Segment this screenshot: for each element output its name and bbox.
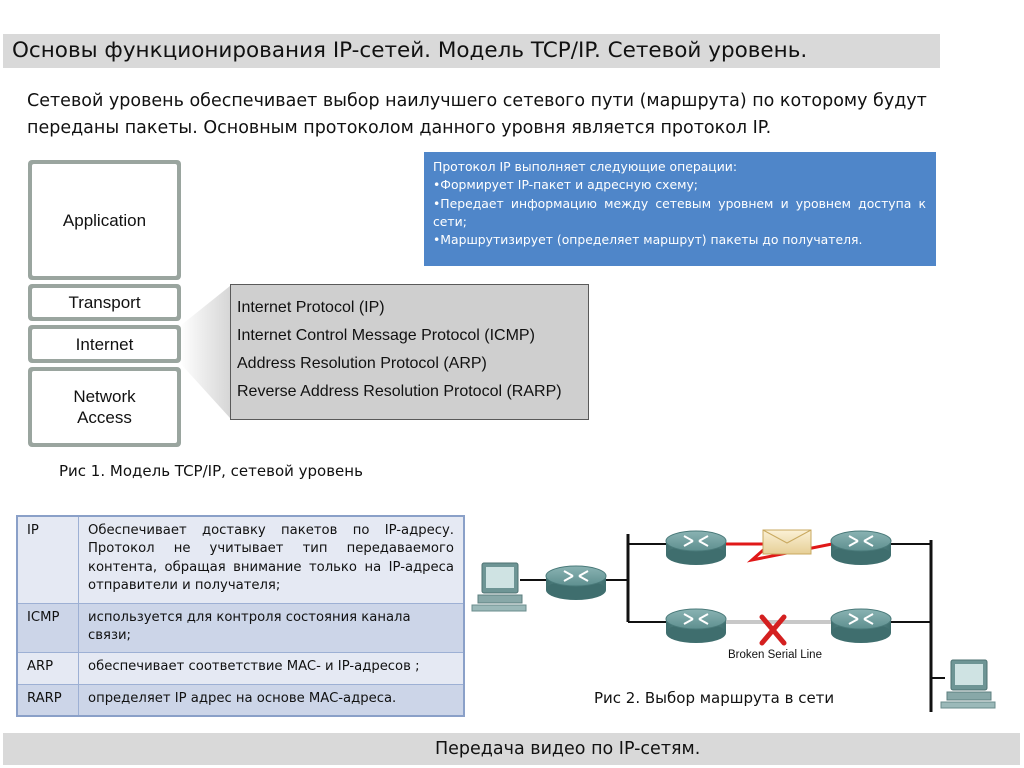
- fig1-caption: Рис 1. Модель TCP/IP, сетевой уровень: [59, 462, 363, 480]
- protocol-name: ARP: [16, 652, 79, 685]
- protocol-name: RARP: [16, 683, 79, 717]
- protocol-name: ICMP: [16, 602, 79, 654]
- ip-operation-item: •Маршрутизирует (определяет маршрут) пак…: [433, 232, 863, 248]
- network-diagram: [471, 529, 996, 712]
- protocol-name: IP: [16, 515, 79, 604]
- layer-label: Internet: [75, 334, 134, 354]
- protocol-desc: обеспечивает соответствие MAC- и IP-адре…: [78, 652, 465, 685]
- router-top-right: [830, 530, 892, 566]
- envelope-icon: [762, 529, 812, 555]
- table-row: RARP определяет IP адрес на основе MAC-а…: [16, 683, 465, 717]
- layer-network-access: Network Access: [28, 367, 181, 447]
- footer-bar: Передача видео по IP-сетям.: [3, 733, 1020, 765]
- protocol-line: Address Resolution Protocol (ARP): [237, 355, 487, 372]
- broken-line-label: Broken Serial Line: [728, 649, 822, 661]
- intro-paragraph: Сетевой уровень обеспечивает выбор наилу…: [27, 91, 927, 138]
- layer-label: Network Access: [73, 387, 136, 427]
- page-title: Основы функционирования IP-сетей. Модель…: [12, 38, 808, 63]
- broken-x-icon: [759, 614, 787, 646]
- protocol-desc: Обеспечивает доставку пакетов по IP-адре…: [78, 515, 465, 604]
- computer-source: [471, 562, 527, 612]
- router-source: [545, 565, 607, 601]
- protocol-desc: используется для контроля состояния кана…: [78, 602, 465, 654]
- router-top-left: [665, 530, 727, 566]
- layer-label: Application: [62, 210, 147, 230]
- ip-operation-item: •Передает информацию между сетевым уровн…: [433, 195, 926, 229]
- internet-protocols-box: Internet Protocol (IP) Internet Control …: [230, 284, 589, 420]
- protocol-line: Internet Control Message Protocol (ICMP): [237, 327, 535, 344]
- callout-wedge: [180, 286, 230, 418]
- router-bottom-right: [830, 608, 892, 644]
- computer-destination: [940, 659, 996, 709]
- layer-label: Transport: [68, 293, 141, 312]
- table-row: ARP обеспечивает соответствие MAC- и IP-…: [16, 652, 465, 685]
- ip-operation-item: •Формирует IP-пакет и адресную схему;: [433, 177, 698, 193]
- protocol-line: Internet Protocol (IP): [237, 299, 385, 316]
- router-bottom-left: [665, 608, 727, 644]
- protocol-line: Reverse Address Resolution Protocol (RAR…: [237, 383, 562, 400]
- table-row: ICMP используется для контроля состояния…: [16, 602, 465, 654]
- table-row: IP Обеспечивает доставку пакетов по IP-а…: [16, 515, 465, 604]
- layer-internet: Internet: [28, 325, 181, 363]
- footer-text: Передача видео по IP-сетям.: [435, 739, 701, 759]
- protocol-desc: определяет IP адрес на основе MAC-адреса…: [78, 683, 465, 717]
- fig2-caption: Рис 2. Выбор маршрута в сети: [594, 689, 835, 707]
- title-bar: Основы функционирования IP-сетей. Модель…: [3, 34, 940, 68]
- ip-operations-box: Протокол IP выполняет следующие операции…: [424, 152, 936, 266]
- layer-transport: Transport: [28, 284, 181, 321]
- protocol-table: IP Обеспечивает доставку пакетов по IP-а…: [16, 515, 465, 718]
- ip-operations-heading: Протокол IP выполняет следующие операции…: [433, 159, 738, 174]
- layer-application: Application: [28, 160, 181, 280]
